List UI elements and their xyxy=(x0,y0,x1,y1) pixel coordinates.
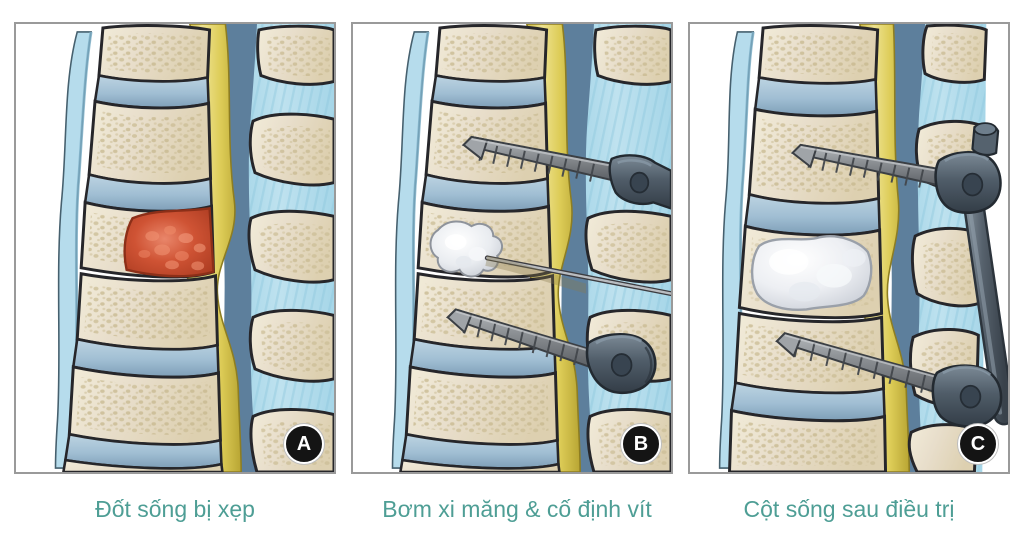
panel-c-illustration xyxy=(690,24,1008,472)
fracture-fragments xyxy=(138,225,206,271)
vertebral-body-6 xyxy=(62,458,224,472)
fractured-vertebra xyxy=(79,200,216,279)
vertebral-body-1 xyxy=(97,24,212,83)
panel-a-illustration xyxy=(16,24,334,472)
vertebral-body-5 xyxy=(404,365,559,446)
pedicle-screw-upper xyxy=(461,135,619,182)
vertebral-body-2 xyxy=(87,99,213,185)
panel-c: C xyxy=(688,22,1010,474)
cement-filled-vertebra xyxy=(737,224,884,320)
screw-head-lower xyxy=(585,333,657,395)
panel-row: A xyxy=(14,22,1010,474)
intervertebral-disc-1 xyxy=(753,75,878,118)
caption-row: Đốt sống bị xẹp Bơm xi măng & cố định ví… xyxy=(0,480,1024,559)
caption-panel-a: Đốt sống bị xẹp xyxy=(95,496,255,522)
pedicle-screw-lower xyxy=(445,308,598,369)
panel-badge-c: C xyxy=(958,424,998,464)
panel-a: A xyxy=(14,22,336,474)
screw-head-upper xyxy=(934,122,1002,214)
panel-b: B xyxy=(351,22,673,474)
cement-flow xyxy=(485,255,587,294)
vertebral-body-5 xyxy=(67,365,222,446)
screw-head-lower xyxy=(931,364,1003,428)
vertebral-body-5 xyxy=(728,408,888,472)
fracture-wedge xyxy=(123,206,215,278)
vertebral-body-1 xyxy=(434,24,549,83)
panel-badge-a: A xyxy=(284,424,324,464)
screw-head-upper xyxy=(608,154,671,210)
vertebral-body-4 xyxy=(75,272,219,351)
cement-bolus xyxy=(429,220,503,278)
facet-joints xyxy=(247,24,334,472)
panel-b-illustration xyxy=(353,24,671,472)
vertebral-body-4 xyxy=(733,311,886,395)
caption-panel-b: Bơm xi măng & cố định vít xyxy=(382,496,652,522)
caption-panel-c: Cột sống sau điều trị xyxy=(743,496,955,522)
pedicle-screw-upper xyxy=(790,143,950,188)
panel-badge-b: B xyxy=(621,424,661,464)
vertebral-body-6 xyxy=(399,458,561,472)
cement-needle xyxy=(484,255,671,297)
vertebral-body-1 xyxy=(757,24,880,85)
